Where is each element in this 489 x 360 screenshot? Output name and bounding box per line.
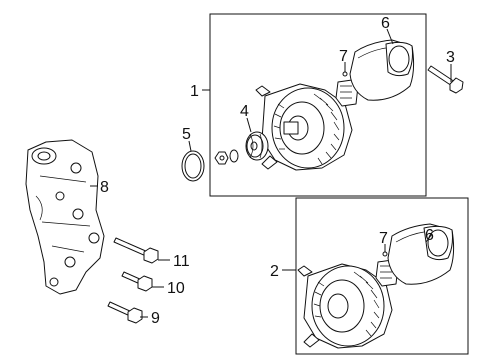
bolt-part-10 bbox=[121, 271, 153, 292]
leader-6 bbox=[386, 28, 394, 45]
pulley-part-4 bbox=[245, 131, 269, 161]
leader-6b bbox=[425, 233, 433, 243]
bracket-part-8 bbox=[25, 139, 105, 295]
alternator-upper bbox=[255, 83, 353, 171]
callout-1: 1 bbox=[190, 83, 199, 100]
upper-assembly-frame bbox=[209, 13, 427, 197]
callout-3: 3 bbox=[446, 49, 455, 66]
lower-assembly-frame bbox=[295, 197, 469, 355]
alternator-lower bbox=[297, 263, 393, 349]
callout-8: 8 bbox=[100, 179, 109, 196]
callout-6b: 6 bbox=[425, 227, 434, 244]
bolt-part-9 bbox=[107, 301, 143, 324]
bolt-part-3 bbox=[427, 65, 464, 94]
callout-7: 7 bbox=[339, 48, 348, 65]
callout-6: 6 bbox=[381, 15, 390, 32]
nut-washer bbox=[214, 149, 239, 165]
callout-2: 2 bbox=[270, 263, 279, 280]
callout-10: 10 bbox=[167, 280, 185, 297]
leader-5 bbox=[188, 140, 192, 152]
callout-5: 5 bbox=[182, 126, 191, 143]
callout-7b: 7 bbox=[379, 230, 388, 247]
callout-11: 11 bbox=[173, 253, 190, 270]
snap-ring-part-5 bbox=[181, 150, 205, 182]
bolt-part-11 bbox=[113, 237, 159, 264]
callout-4: 4 bbox=[240, 103, 249, 120]
cover-lower-part-6 bbox=[387, 223, 455, 285]
callout-9: 9 bbox=[151, 310, 160, 327]
cover-upper-part-6 bbox=[349, 39, 415, 101]
leader-4 bbox=[246, 117, 252, 133]
